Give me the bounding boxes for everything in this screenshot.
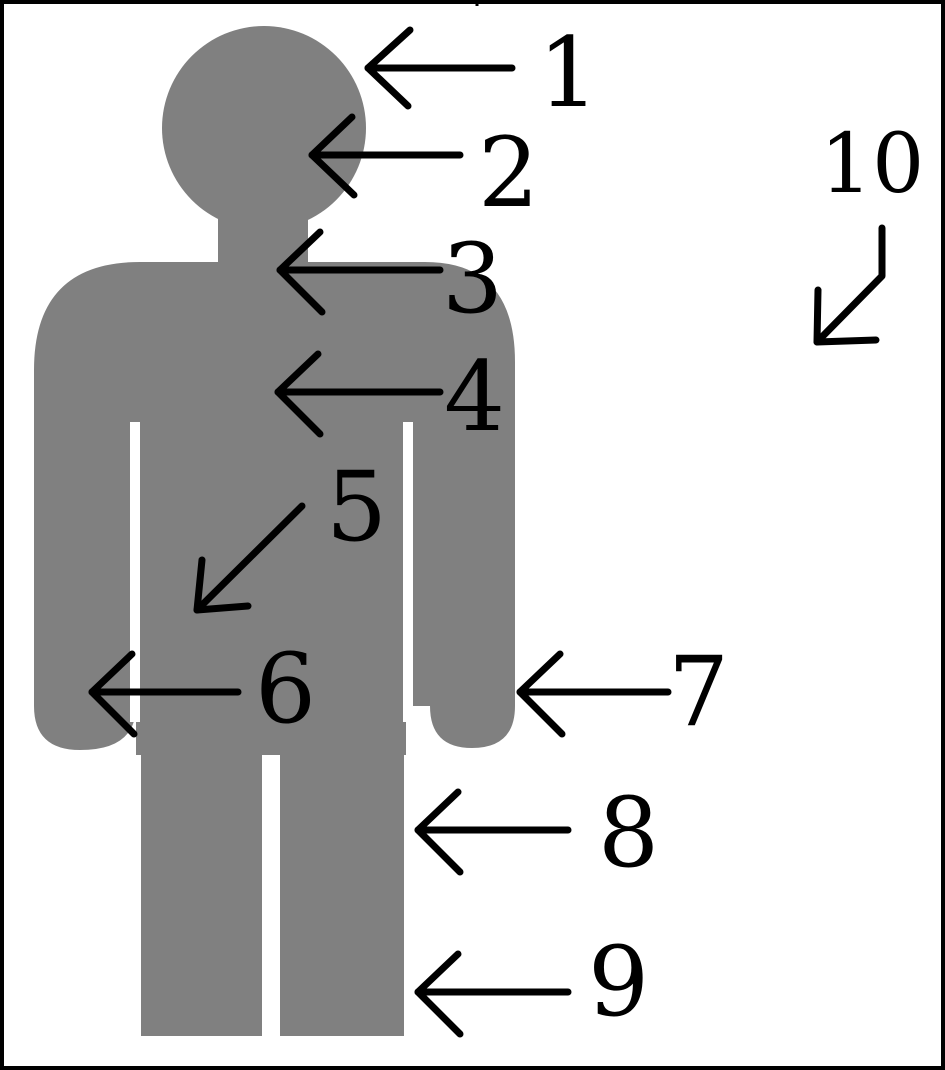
right-leg-shape: [280, 740, 404, 1036]
left-arm-gap: [130, 422, 140, 722]
label-8: 8: [598, 777, 659, 889]
label-3: 3: [442, 223, 503, 335]
label-9: 9: [588, 926, 649, 1038]
label-10: 10: [820, 117, 924, 212]
label-7: 7: [668, 636, 729, 748]
label-4: 4: [444, 341, 505, 453]
right-arm-gap: [403, 422, 413, 722]
label-2: 2: [478, 117, 539, 229]
label-6: 6: [255, 633, 316, 745]
label-5: 5: [326, 451, 387, 563]
label-1: 1: [538, 17, 599, 129]
left-leg-shape: [141, 740, 262, 1036]
